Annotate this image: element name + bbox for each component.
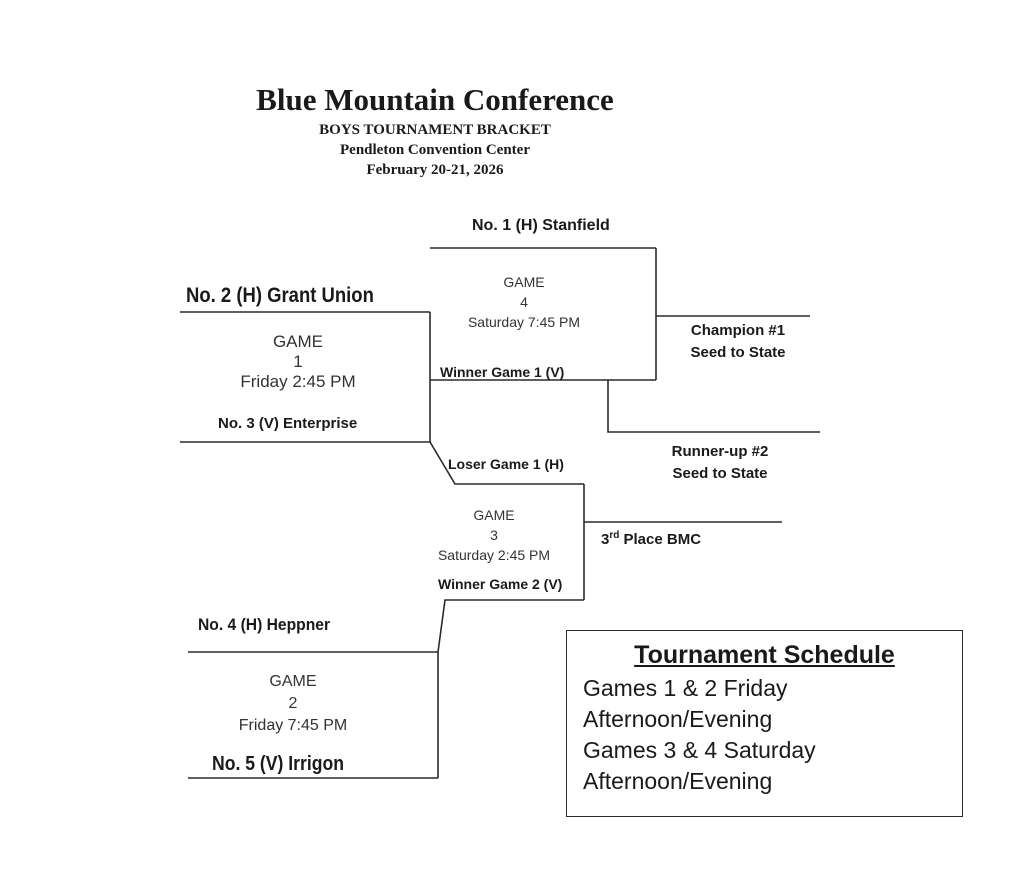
page-title: Blue Mountain Conference (256, 82, 614, 117)
game4-number: 4 (520, 294, 528, 310)
team-seed3: No. 3 (V) Enterprise (218, 415, 358, 432)
game1-number: 1 (293, 352, 303, 371)
schedule-lines: Games 1 & 2 Friday Afternoon/Evening Gam… (583, 673, 816, 797)
game2-time: Friday 7:45 PM (238, 717, 348, 734)
runnerup-label: Runner-up #2 Seed to State (672, 441, 769, 485)
game1-label: GAME (272, 332, 324, 351)
third-place-label: 3rd Place BMC (601, 530, 701, 548)
runnerup-line1: Runner-up #2 (671, 443, 769, 460)
team-seed5: No. 5 (V) Irrigon (212, 753, 344, 775)
schedule-line: Games 3 & 4 Saturday (583, 737, 816, 763)
champion-line2: Seed to State (690, 344, 786, 361)
champion-label: Champion #1 Seed to State (690, 320, 785, 364)
game2-number: 2 (288, 695, 298, 712)
schedule-line: Games 1 & 2 Friday (583, 675, 788, 701)
game3-label: GAME (473, 507, 515, 523)
schedule-line: Afternoon/Evening (583, 768, 773, 794)
winner-game1-label: Winner Game 1 (V) (440, 364, 565, 380)
bracket-subtitle: BOYS TOURNAMENT BRACKET (319, 122, 551, 138)
game4-label: GAME (503, 274, 545, 290)
team-seed4: No. 4 (H) Heppner (198, 615, 331, 634)
game2-box: GAME 2 Friday 7:45 PM (239, 671, 347, 737)
winner-game2-label: Winner Game 2 (V) (438, 576, 563, 592)
dates-label: February 20-21, 2026 (366, 162, 504, 178)
third-place-sup: rd (609, 530, 620, 541)
schedule-title: Tournament Schedule (634, 641, 895, 669)
game3-time: Saturday 2:45 PM (437, 547, 551, 563)
third-place-prefix: 3 (601, 531, 610, 548)
game4-time: Saturday 7:45 PM (467, 314, 581, 330)
runnerup-connector (607, 380, 820, 433)
champion-line1: Champion #1 (690, 322, 786, 339)
winner-game2-line (437, 599, 584, 653)
game1-box: GAME 1 Friday 2:45 PM (240, 332, 355, 392)
venue-label: Pendleton Convention Center (340, 142, 530, 158)
game3-number: 3 (490, 527, 498, 543)
loser-game1-line (429, 441, 584, 485)
runnerup-line2: Seed to State (672, 465, 768, 482)
game1-time: Friday 2:45 PM (240, 372, 356, 391)
game2-label: GAME (269, 673, 317, 690)
schedule-line: Afternoon/Evening (583, 706, 773, 732)
schedule-box: Tournament Schedule Games 1 & 2 Friday A… (566, 630, 963, 817)
third-place-suffix: Place BMC (619, 531, 702, 548)
team-seed1: No. 1 (H) Stanfield (472, 217, 610, 234)
game3-box: GAME 3 Saturday 2:45 PM (438, 505, 550, 565)
loser-game1-label: Loser Game 1 (H) (448, 456, 564, 472)
team-seed2: No. 2 (H) Grant Union (186, 284, 374, 307)
game4-box: GAME 4 Saturday 7:45 PM (468, 272, 580, 332)
